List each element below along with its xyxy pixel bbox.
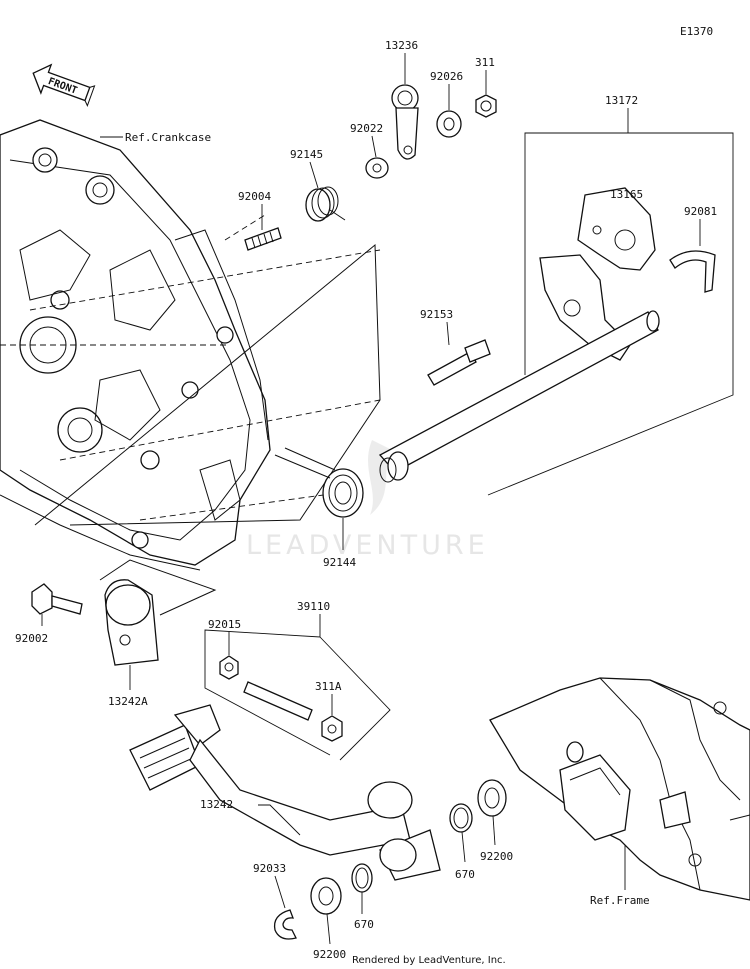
label-39110: 39110	[297, 600, 330, 613]
watermark-text: LEADVENTURE	[246, 530, 489, 561]
part-rod	[243, 681, 313, 721]
label-311A: 311A	[315, 680, 342, 693]
part-13236	[391, 84, 419, 160]
ref-crankcase-label: Ref.Crankcase	[125, 131, 211, 144]
label-92144: 92144	[323, 556, 356, 569]
label-13172: 13172	[605, 94, 638, 107]
label-92033: 92033	[253, 862, 286, 875]
label-92026: 92026	[430, 70, 463, 83]
part-311	[475, 94, 497, 118]
part-670b	[351, 863, 373, 893]
label-92081: 92081	[684, 205, 717, 218]
label-92022: 92022	[350, 122, 383, 135]
part-92026	[436, 110, 462, 138]
label-13242: 13242	[200, 798, 233, 811]
label-92153: 92153	[420, 308, 453, 321]
part-13242	[129, 704, 441, 881]
label-92015: 92015	[208, 618, 241, 631]
label-13242A: 13242A	[108, 695, 148, 708]
crankcase	[0, 119, 271, 571]
part-shift-shaft	[378, 254, 660, 483]
part-92145	[305, 186, 346, 222]
label-92200a: 92200	[480, 850, 513, 863]
label-670a: 670	[455, 868, 475, 881]
diagram-code: E1370	[680, 25, 713, 38]
part-92200a	[477, 779, 507, 817]
part-311A	[321, 715, 343, 742]
part-92022	[365, 157, 389, 179]
part-92144	[274, 447, 364, 518]
label-311: 311	[475, 56, 495, 69]
part-13165	[577, 187, 656, 271]
part-92015	[219, 655, 239, 680]
part-92033	[273, 909, 297, 940]
credit-text: Rendered by LeadVenture, Inc.	[352, 955, 506, 966]
part-92200b	[310, 877, 342, 915]
part-13242A	[104, 579, 159, 666]
part-670a	[449, 803, 473, 833]
label-92145: 92145	[290, 148, 323, 161]
label-13236: 13236	[385, 39, 418, 52]
label-13165: 13165	[610, 188, 643, 201]
part-92153	[427, 339, 491, 386]
label-92004: 92004	[238, 190, 271, 203]
part-92081	[669, 250, 716, 293]
ref-frame-label: Ref.Frame	[590, 894, 650, 907]
front-arrow-icon: FRONT	[32, 63, 96, 107]
label-92200b: 92200	[313, 948, 346, 961]
part-92004	[244, 227, 282, 251]
label-670b: 670	[354, 918, 374, 931]
label-92002: 92002	[15, 632, 48, 645]
part-92002	[31, 583, 83, 615]
frame	[489, 677, 750, 901]
